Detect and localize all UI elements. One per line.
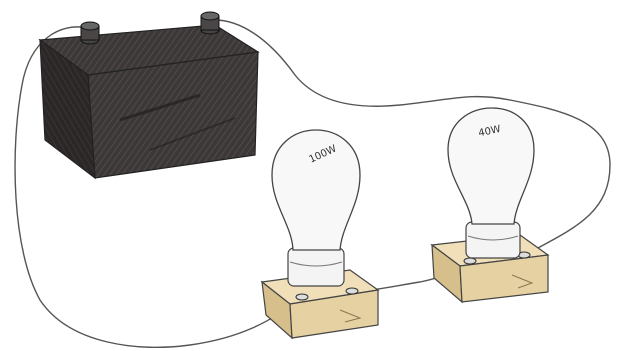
screw-right-100w xyxy=(346,288,358,294)
bulb-40w: 40W xyxy=(432,108,548,302)
battery-terminal-positive xyxy=(201,12,219,34)
battery xyxy=(40,12,258,178)
wire-battery-to-40w-bulb xyxy=(210,20,610,255)
socket-100w xyxy=(288,248,344,286)
battery-terminal-negative xyxy=(81,22,99,44)
screw-left-40w xyxy=(464,258,476,264)
glass-100w xyxy=(272,130,360,250)
screw-left-100w xyxy=(296,294,308,300)
bulb-100w: 100W xyxy=(262,130,378,338)
